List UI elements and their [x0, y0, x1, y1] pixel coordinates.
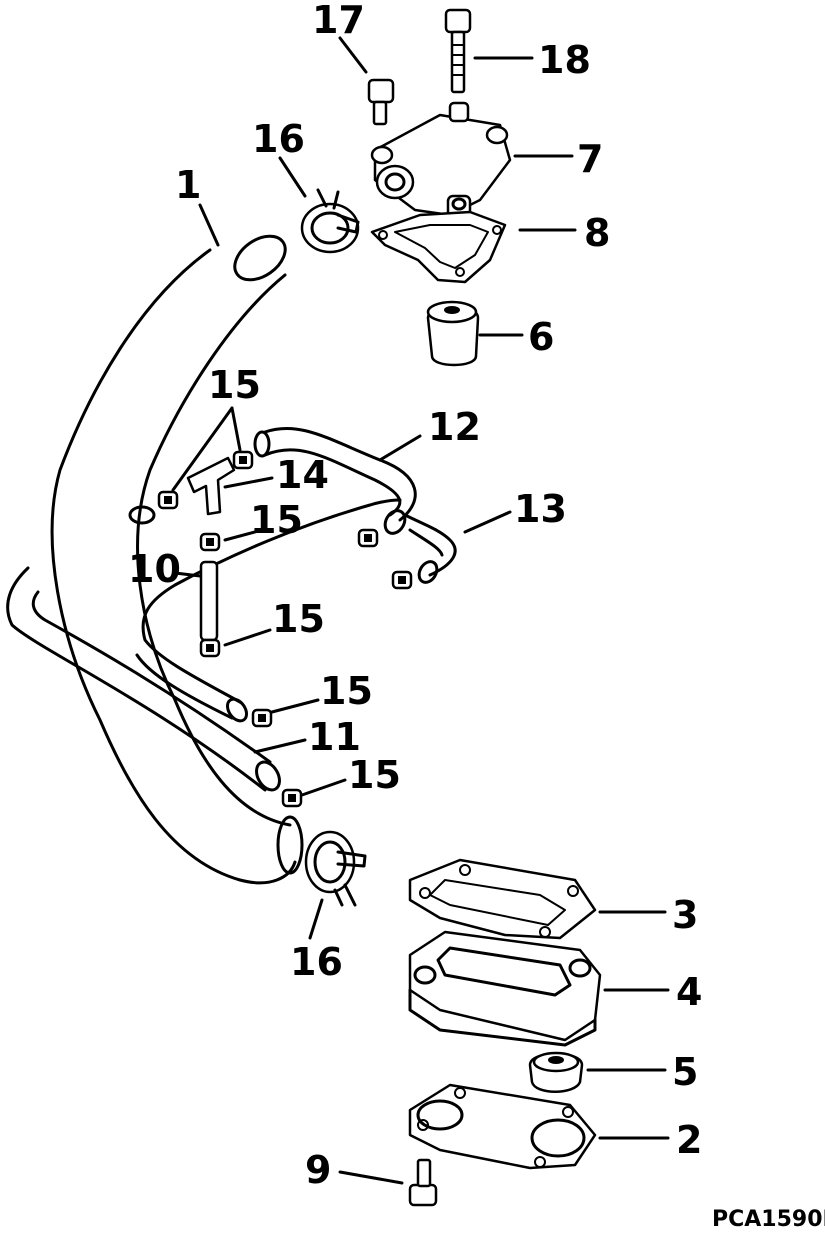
callout-9: 9	[305, 1148, 331, 1192]
callout-12: 12	[428, 405, 481, 449]
hose-clamp-part-16-top	[300, 188, 360, 254]
callout-13: 13	[514, 487, 567, 531]
bolt-part-17	[367, 78, 395, 126]
callout-4: 4	[676, 970, 702, 1014]
callout-labels: 1 17 18 16 7 8 6 15 12 14 13 15 10 15 15…	[128, 0, 825, 1232]
callout-14: 14	[276, 453, 329, 497]
callout-15-bottom: 15	[348, 753, 401, 797]
gasket-part-3	[408, 858, 597, 940]
leader-lines	[171, 36, 670, 1185]
callout-11: 11	[308, 715, 361, 759]
clip-part-15-group	[157, 450, 413, 808]
callout-10: 10	[128, 547, 181, 591]
figure-reference-code: PCA1590D	[712, 1207, 825, 1232]
grommet-part-5	[528, 1051, 584, 1093]
callout-2: 2	[676, 1118, 702, 1162]
callout-15-lower: 15	[320, 669, 373, 713]
callout-15-top: 15	[208, 363, 261, 407]
callout-3: 3	[672, 893, 698, 937]
callout-15-mid: 15	[250, 498, 303, 542]
callout-16-bottom: 16	[290, 940, 343, 984]
callout-16-top: 16	[252, 117, 305, 161]
callout-17: 17	[312, 0, 365, 42]
thermostat-housing-part-7	[370, 101, 512, 220]
hose-part-10	[135, 498, 402, 723]
callout-7: 7	[577, 137, 603, 181]
callout-1: 1	[175, 163, 201, 207]
callout-8: 8	[584, 211, 610, 255]
bolt-part-18	[444, 8, 472, 94]
hose-clamp-part-16-bottom	[304, 830, 367, 907]
bolt-part-9	[408, 1158, 438, 1207]
callout-18: 18	[538, 38, 591, 82]
tee-fitting-part-14	[128, 456, 236, 525]
thermostat-part-6	[426, 300, 480, 367]
plate-part-2	[408, 1083, 597, 1170]
callout-5: 5	[672, 1050, 698, 1094]
valve-housing-part-4	[408, 930, 602, 1047]
callout-6: 6	[528, 315, 554, 359]
callout-15-low: 15	[272, 597, 325, 641]
gasket-part-8	[370, 210, 507, 284]
hose-part-13	[403, 513, 457, 584]
hose-part-11	[6, 566, 281, 792]
